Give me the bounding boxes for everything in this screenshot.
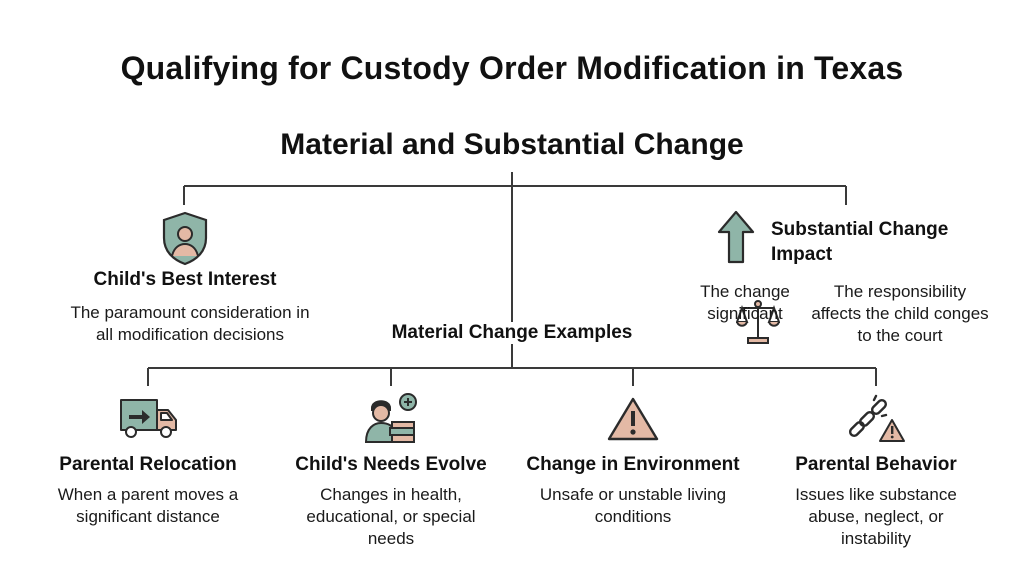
example-desc-line: instability <box>841 529 911 548</box>
best-interest-desc-line2: all modification decisions <box>95 325 285 344</box>
moving-truck-icon <box>120 399 177 438</box>
example-desc-line: Unsafe or unstable living <box>539 485 727 504</box>
examples-heading: Material Change Examples <box>360 322 664 344</box>
substantial-left-desc: The change significant <box>660 281 830 325</box>
example-desc-line: Changes in health, <box>320 485 462 504</box>
substantial-title: Substantial Change Impact <box>771 217 948 267</box>
example-desc-line: When a parent moves a <box>57 485 239 504</box>
example-title-behavior: Parental Behavior <box>795 454 957 475</box>
substantial-right-line3: to the court <box>857 326 943 345</box>
example-desc-relocation: When a parent moves a significant distan… <box>23 484 273 528</box>
page-title: Qualifying for Custody Order Modificatio… <box>120 50 904 86</box>
example-desc-behavior: Issues like substance abuse, neglect, or… <box>751 484 1001 550</box>
example-desc-environment: Unsafe or unstable living conditions <box>508 484 758 528</box>
scales-icon <box>736 300 780 344</box>
example-desc-needs: Changes in health, educational, or speci… <box>266 484 516 550</box>
substantial-title-line2: Impact <box>771 244 833 265</box>
best-interest-desc: The paramount consideration in all modif… <box>40 302 340 346</box>
substantial-title-line1: Substantial Change <box>771 219 949 240</box>
main-heading: Material and Substantial Change <box>280 128 744 161</box>
substantial-right-desc: The responsibility affects the child con… <box>790 281 1010 347</box>
example-title-environment: Change in Environment <box>526 454 740 475</box>
example-title-needs: Child's Needs Evolve <box>295 454 487 475</box>
shield-person-icon <box>162 211 208 266</box>
child-books-icon <box>364 393 417 443</box>
best-interest-title: Child's Best Interest <box>93 269 277 290</box>
example-title-relocation: Parental Relocation <box>59 454 237 475</box>
substantial-left-line2: significant <box>707 304 783 323</box>
example-desc-line: abuse, neglect, or <box>808 507 944 526</box>
up-arrow-icon <box>717 210 755 264</box>
substantial-right-line1: The responsibility <box>833 282 967 301</box>
example-desc-line: significant distance <box>76 507 220 526</box>
substantial-left-line1: The change <box>700 282 790 301</box>
warning-triangle-icon <box>607 397 659 441</box>
example-desc-line: needs <box>367 529 415 548</box>
broken-chain-icon <box>848 394 905 442</box>
example-desc-line: Issues like substance <box>795 485 957 504</box>
example-desc-line: conditions <box>594 507 672 526</box>
example-desc-line: educational, or special <box>306 507 476 526</box>
substantial-right-line2: affects the child conges <box>811 304 989 323</box>
best-interest-desc-line1: The paramount consideration in <box>70 303 310 322</box>
